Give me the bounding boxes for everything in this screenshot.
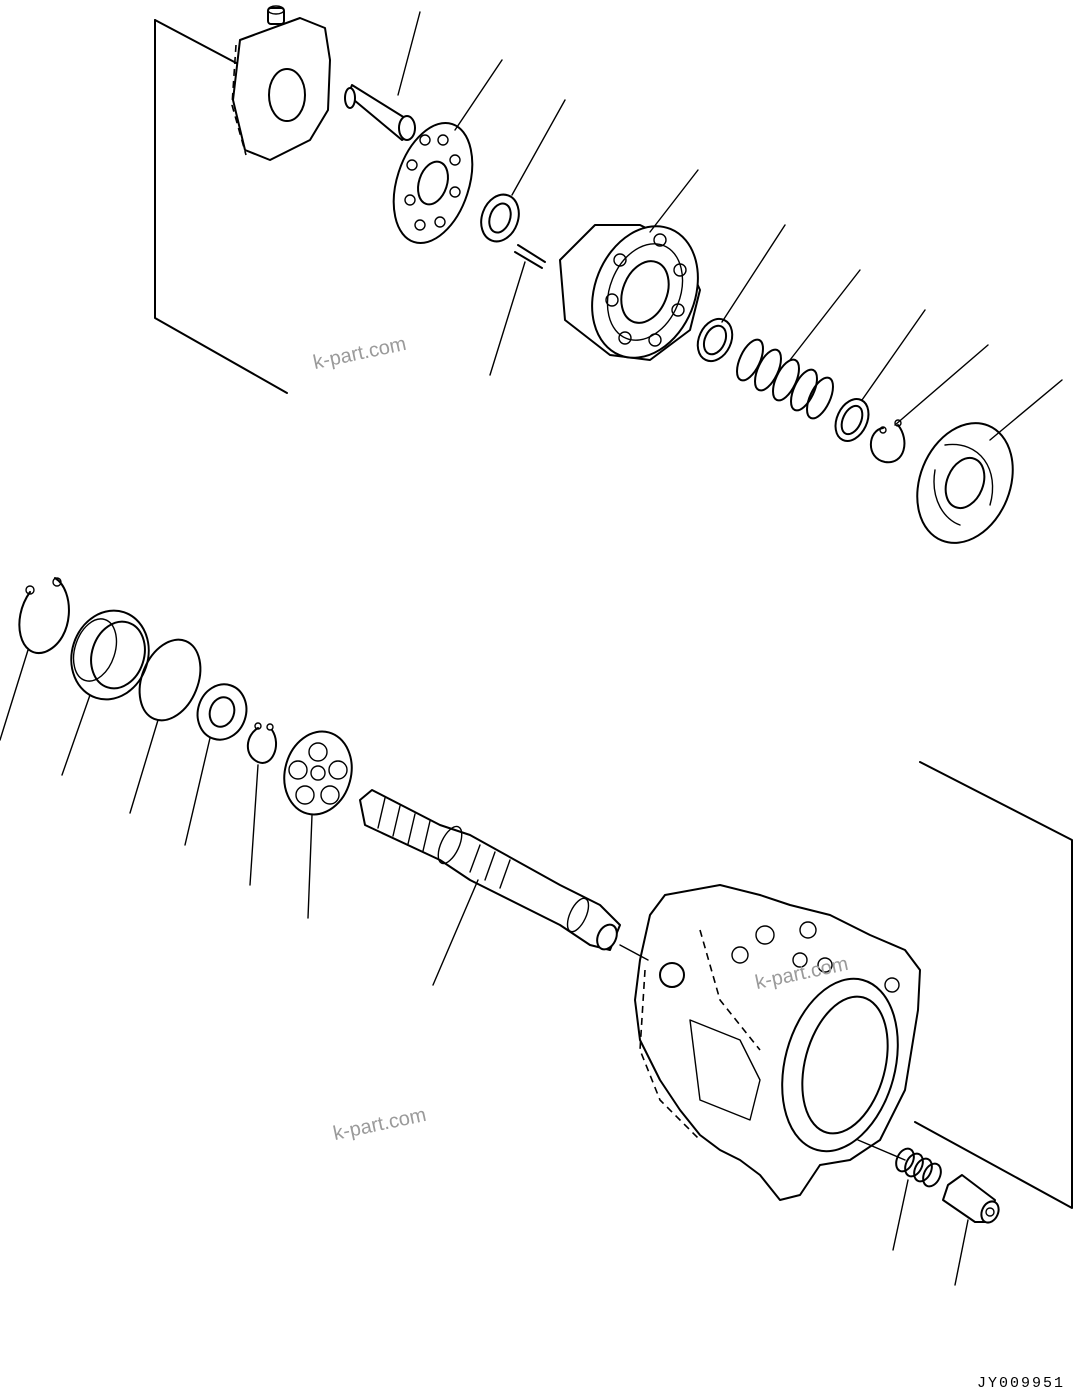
swash-pin-part xyxy=(344,84,416,141)
drive-shaft-part xyxy=(359,789,621,951)
seal-housing-part xyxy=(70,609,150,701)
large-snap-ring-part xyxy=(18,577,70,655)
o-ring-part xyxy=(138,638,202,722)
drawing-code: JY009951 xyxy=(976,1375,1065,1392)
spring-part xyxy=(736,338,834,420)
washer-part xyxy=(696,317,734,363)
plug-spring-part xyxy=(895,1147,942,1188)
washer-part-2 xyxy=(834,398,870,442)
lower-assembly-bracket xyxy=(914,761,1073,1209)
lower-leader-lines xyxy=(0,649,969,1286)
plug-part xyxy=(942,1174,1000,1224)
valve-plate-part xyxy=(916,422,1014,544)
small-snap-ring-part xyxy=(246,722,277,764)
small-bearing-part xyxy=(196,683,248,741)
small-pin-part xyxy=(514,244,546,269)
pump-casing-part xyxy=(634,884,921,1201)
end-cap-part xyxy=(231,5,331,161)
snap-ring-part xyxy=(869,419,906,464)
roller-bearing-part xyxy=(283,730,353,816)
bushing-part xyxy=(480,193,520,243)
upper-leader-lines xyxy=(397,11,1063,441)
upper-assembly-bracket xyxy=(154,19,288,394)
cylinder-block-part xyxy=(559,224,701,361)
retainer-plate-part xyxy=(392,121,474,245)
